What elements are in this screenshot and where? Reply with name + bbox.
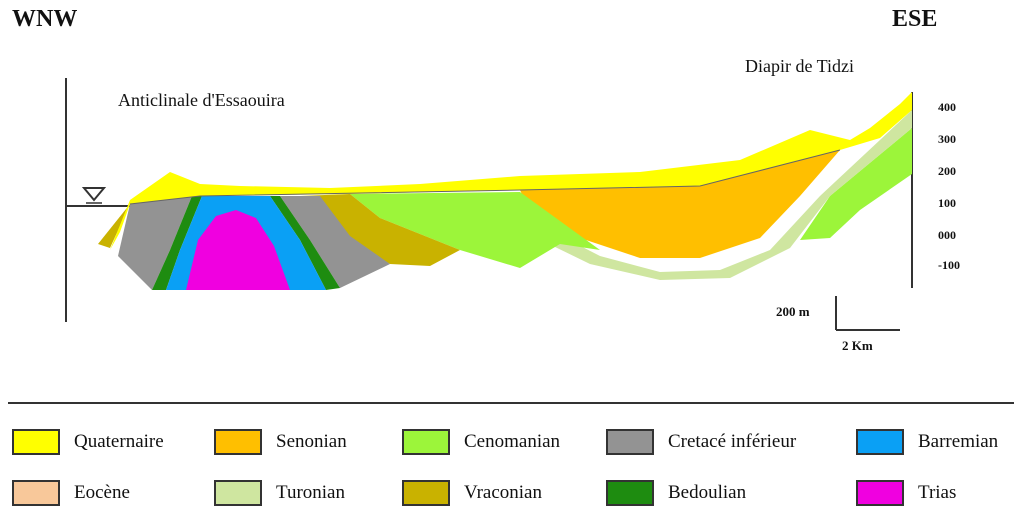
legend-item-quaternaire: Quaternaire xyxy=(12,429,164,455)
axis-tick-neg100: -100 xyxy=(938,258,960,273)
legend-label-turonian: Turonian xyxy=(276,482,345,504)
scale-horizontal-label: 2 Km xyxy=(842,338,873,354)
legend-item-senonian: Senonian xyxy=(214,429,347,455)
legend-item-barremian: Barremian xyxy=(856,429,998,455)
legend-item-turonian: Turonian xyxy=(214,480,345,506)
legend-label-senonian: Senonian xyxy=(276,431,347,453)
legend-swatch-barremian xyxy=(856,429,904,455)
axis-tick-300: 300 xyxy=(938,132,956,147)
legend-swatch-vraconian xyxy=(402,480,450,506)
legend-swatch-quaternaire xyxy=(12,429,60,455)
legend-label-eocene: Eocène xyxy=(74,482,130,504)
legend-item-trias: Trias xyxy=(856,480,956,506)
legend-label-vraconian: Vraconian xyxy=(464,482,542,504)
legend-swatch-senonian xyxy=(214,429,262,455)
legend-label-quaternaire: Quaternaire xyxy=(74,431,164,453)
legend-item-eocene: Eocène xyxy=(12,480,130,506)
axis-tick-200: 200 xyxy=(938,164,956,179)
legend-divider xyxy=(8,402,1014,404)
legend-label-barremian: Barremian xyxy=(918,431,998,453)
legend-label-cenomanian: Cenomanian xyxy=(464,431,560,453)
legend-swatch-cretace-inferieur xyxy=(606,429,654,455)
legend-item-vraconian: Vraconian xyxy=(402,480,542,506)
axis-tick-400: 400 xyxy=(938,100,956,115)
legend-swatch-trias xyxy=(856,480,904,506)
legend-label-trias: Trias xyxy=(918,482,956,504)
legend-swatch-cenomanian xyxy=(402,429,450,455)
legend-swatch-turonian xyxy=(214,480,262,506)
axis-tick-000: 000 xyxy=(938,228,956,243)
axis-tick-100: 100 xyxy=(938,196,956,211)
legend-item-cretace-inferieur: Cretacé inférieur xyxy=(606,429,796,455)
legend-label-cretace-inferieur: Cretacé inférieur xyxy=(668,431,796,453)
legend-label-bedoulian: Bedoulian xyxy=(668,482,746,504)
legend-swatch-bedoulian xyxy=(606,480,654,506)
scale-bar xyxy=(834,294,904,334)
legend-swatch-eocene xyxy=(12,480,60,506)
legend-item-cenomanian: Cenomanian xyxy=(402,429,560,455)
sea-level-icon xyxy=(84,188,104,200)
scale-vertical-label: 200 m xyxy=(776,304,810,320)
legend-item-bedoulian: Bedoulian xyxy=(606,480,746,506)
